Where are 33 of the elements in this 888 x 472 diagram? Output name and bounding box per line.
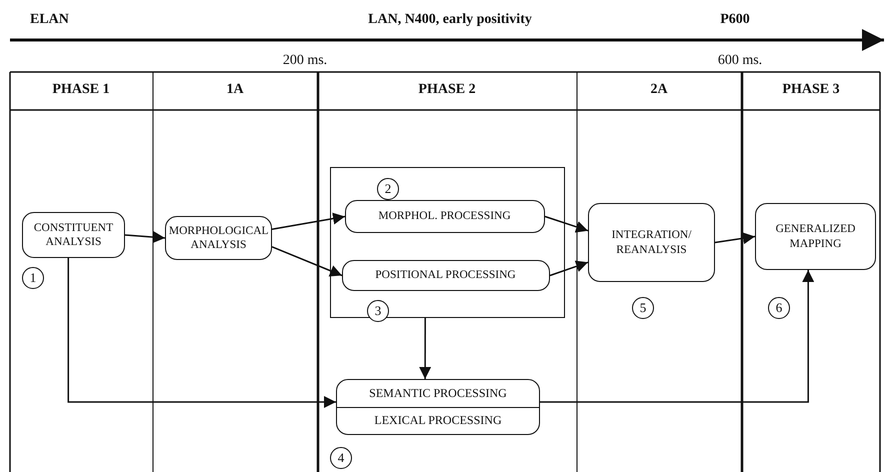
split-process-box: SEMANTIC PROCESSING LEXICAL PROCESSING [336,379,540,435]
arrow [550,260,588,276]
arrow [544,216,588,233]
process-box: MORPHOL. PROCESSING [344,200,544,232]
column-heading: 2A [650,82,668,98]
column-heading: PHASE 2 [418,82,476,98]
erp-label: P600 [720,12,750,28]
column-heading: PHASE 3 [782,82,840,98]
arrow [714,232,756,244]
arrow [540,270,814,403]
arrow [272,212,346,230]
erp-label: ELAN [30,12,69,28]
time-label: 600 ms. [718,53,762,69]
callout-number: 2 [377,178,399,200]
process-group-box [330,167,565,318]
arrow [419,318,432,379]
arrow [124,231,166,244]
erp-label: LAN, N400, early positivity [368,12,532,28]
process-box: GENERALIZED MAPPING [755,203,876,270]
callout-number: 6 [768,297,790,319]
callout-number: 5 [632,297,654,319]
process-box: INTEGRATION/ REANALYSIS [588,203,715,282]
arrow [68,258,336,408]
arrow [272,246,342,276]
column-heading: PHASE 1 [52,82,110,98]
process-box: CONSTITUENT ANALYSIS [22,212,125,258]
process-box: MORPHOLOGICAL ANALYSIS [165,216,272,260]
callout-number: 4 [330,447,352,469]
callout-number: 3 [367,300,389,322]
callout-number: 1 [22,267,44,289]
column-heading: 1A [226,82,244,98]
time-label: 200 ms. [282,53,328,69]
process-box: POSITIONAL PROCESSING [342,260,550,290]
